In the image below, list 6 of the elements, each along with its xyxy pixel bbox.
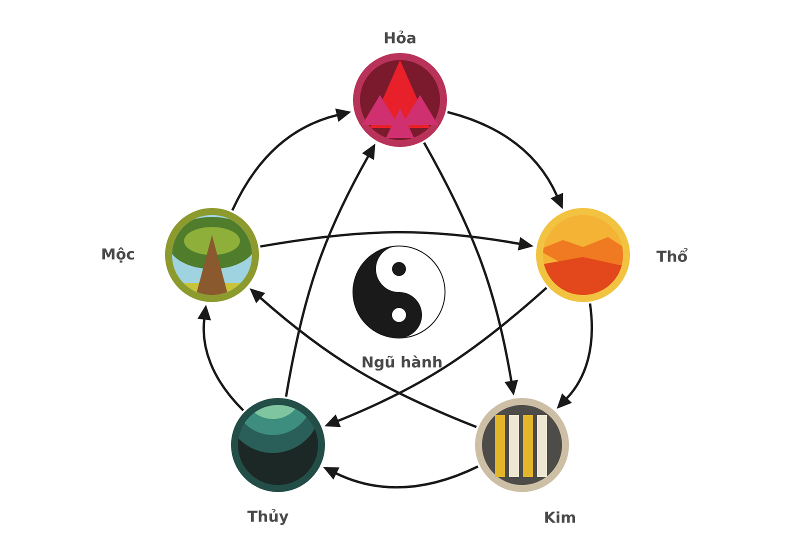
element-label: Thổ	[656, 248, 688, 262]
element-label: Kim	[545, 511, 576, 523]
element-label: Hỏa	[384, 30, 416, 44]
center-label: Ngũ hành	[362, 355, 442, 371]
element-label: Thủy	[247, 509, 288, 525]
element-label: Mộc	[102, 247, 134, 263]
